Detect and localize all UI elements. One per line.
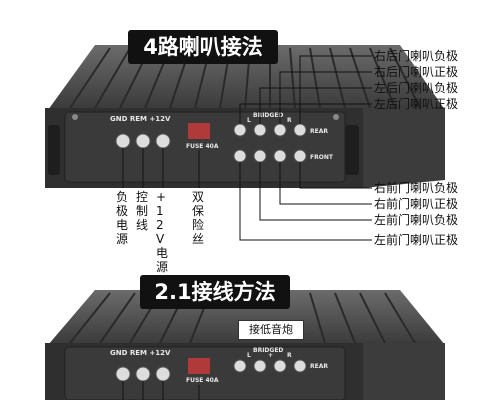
- speaker-terminals-front: [233, 149, 307, 163]
- rem-terminal: [135, 133, 151, 149]
- power-terminal-label: GND REM +12V: [110, 115, 171, 123]
- bridged-r-2: R: [287, 352, 292, 359]
- bridged-l: L: [247, 117, 251, 124]
- callout-lines: [122, 55, 372, 400]
- label-negative-power: 负极电源: [116, 190, 129, 246]
- label-rear-right-pos: 右后门喇叭正极: [374, 65, 459, 79]
- label-front-right-neg: 右前门喇叭负极: [374, 181, 459, 195]
- fuse-icon: [188, 123, 210, 139]
- amplifier-top-view: [45, 45, 445, 188]
- label-rear-left-neg: 左后门喇叭负极: [374, 81, 459, 95]
- label-control-wire: 控制线: [136, 190, 149, 232]
- rear-label-2: REAR: [310, 363, 328, 370]
- speaker-terminals-rear: [233, 123, 307, 137]
- bridged-label-2: BRIDGED: [253, 347, 283, 354]
- label-12v-power: +12V电源: [156, 190, 169, 274]
- bridged-l-2: L: [247, 352, 251, 359]
- fuse-label: FUSE 40A: [186, 143, 219, 150]
- subwoofer-label: 接低音炮: [238, 320, 304, 340]
- bridged-label: BRIDGED: [253, 112, 283, 119]
- bridged-r: R: [287, 117, 292, 124]
- label-dual-fuse: 双保险丝: [192, 190, 205, 246]
- section-title-2-1: 2.1接线方法: [140, 275, 290, 309]
- fuse-label-2: FUSE 40A: [186, 377, 219, 384]
- power-terminal-label-2: GND REM +12V: [110, 349, 171, 357]
- 12v-terminal: [155, 133, 171, 149]
- label-front-left-pos: 左前门喇叭正极: [374, 233, 459, 247]
- label-rear-right-neg: 右后门喇叭负极: [374, 49, 459, 63]
- front-label: FRONT: [310, 154, 334, 161]
- bridged-plus-2: +: [268, 352, 273, 359]
- label-front-left-neg: 左前门喇叭负极: [374, 213, 459, 227]
- label-front-right-pos: 右前门喇叭正极: [374, 197, 459, 211]
- section-title-4ch: 4路喇叭接法: [128, 30, 278, 64]
- gnd-terminal: [115, 133, 131, 149]
- rear-label: REAR: [310, 128, 328, 135]
- label-rear-left-pos: 左后门喇叭正极: [374, 97, 459, 111]
